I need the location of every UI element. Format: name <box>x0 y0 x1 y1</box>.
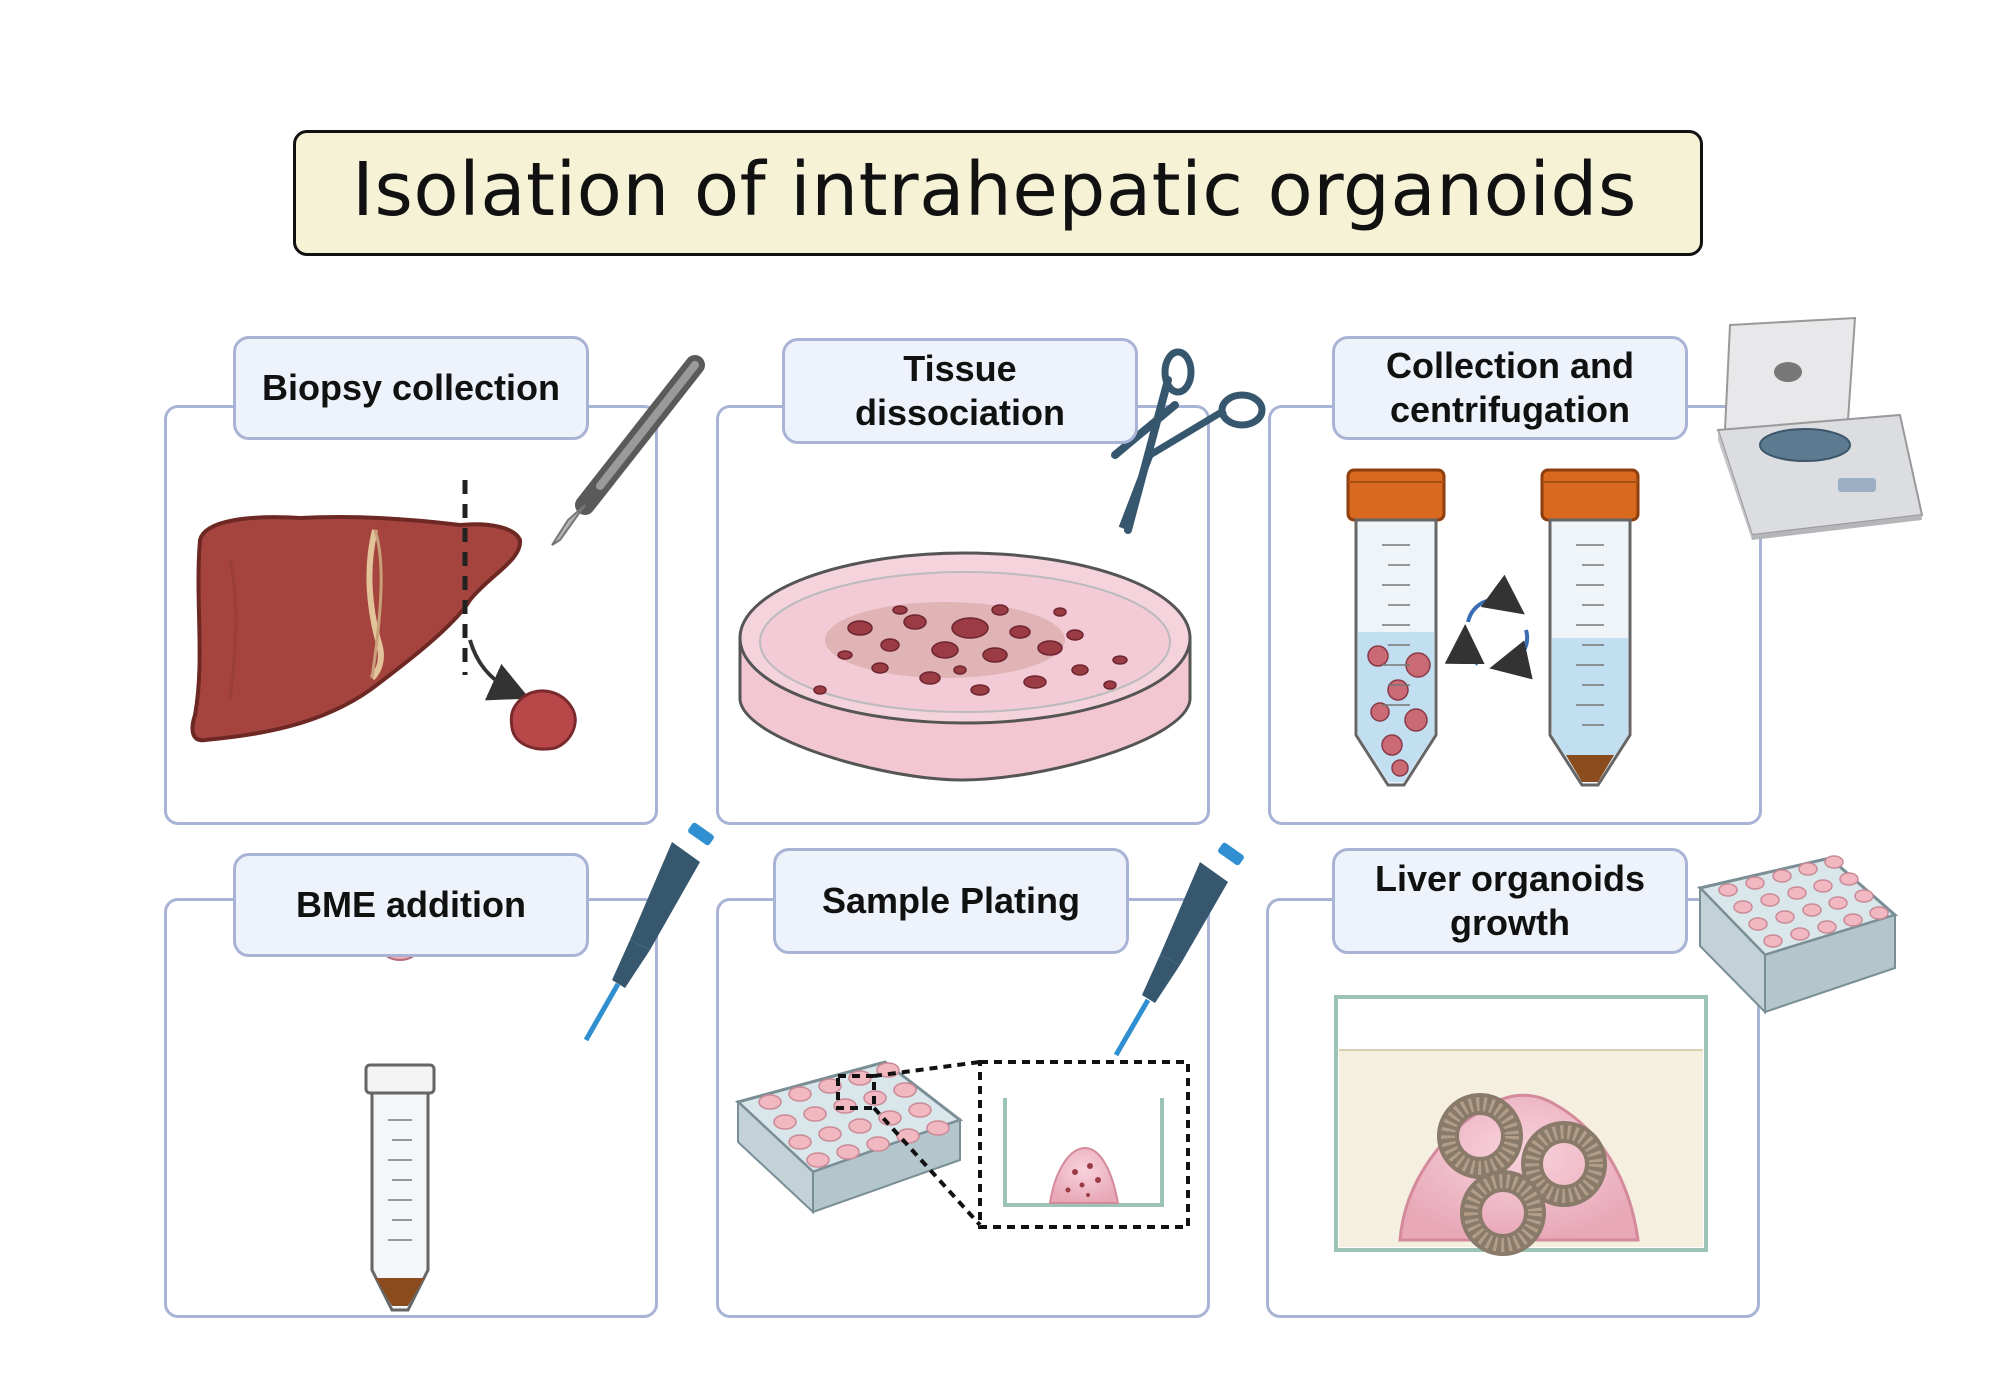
well-cross-section <box>1003 1098 1164 1207</box>
organoid-icon-2 <box>1521 1121 1607 1207</box>
liver-icon <box>190 515 523 743</box>
petri-dish-icon <box>738 551 1192 782</box>
organoid-icon-3 <box>1460 1170 1546 1256</box>
centrifuge-icon <box>1716 316 1924 540</box>
step-label-growth: Liver organoids growth <box>1332 848 1688 954</box>
step-label-bme: BME addition <box>233 853 589 957</box>
organoid-icon-1 <box>1437 1093 1523 1179</box>
tissue-sample-icon <box>509 689 577 751</box>
zoom-inset <box>836 1060 1190 1229</box>
step-label-centrifugation: Collection and centrifugation <box>1332 336 1688 440</box>
step-label-biopsy: Biopsy collection <box>233 336 589 440</box>
page-title: Isolation of intrahepatic organoids <box>352 147 1637 233</box>
step-label-plating: Sample Plating <box>773 848 1129 954</box>
pipette-icon-2 <box>1113 842 1244 1057</box>
title-box: Isolation of intrahepatic organoids <box>293 130 1703 256</box>
tube-icon-1 <box>1346 468 1446 787</box>
scissors-icon <box>1111 348 1266 534</box>
tube-icon-2 <box>1540 468 1640 787</box>
scalpel-icon <box>551 355 705 546</box>
cut-arrow <box>468 639 530 701</box>
step-label-dissociation: Tissue dissociation <box>782 338 1138 444</box>
pipette-icon-1 <box>583 822 714 1042</box>
well-plate-icon-2 <box>1697 855 1899 1015</box>
bme-tube-icon <box>364 1063 436 1312</box>
cycle-arrows-icon <box>1444 574 1533 680</box>
well-plate-icon-1 <box>735 1060 964 1215</box>
